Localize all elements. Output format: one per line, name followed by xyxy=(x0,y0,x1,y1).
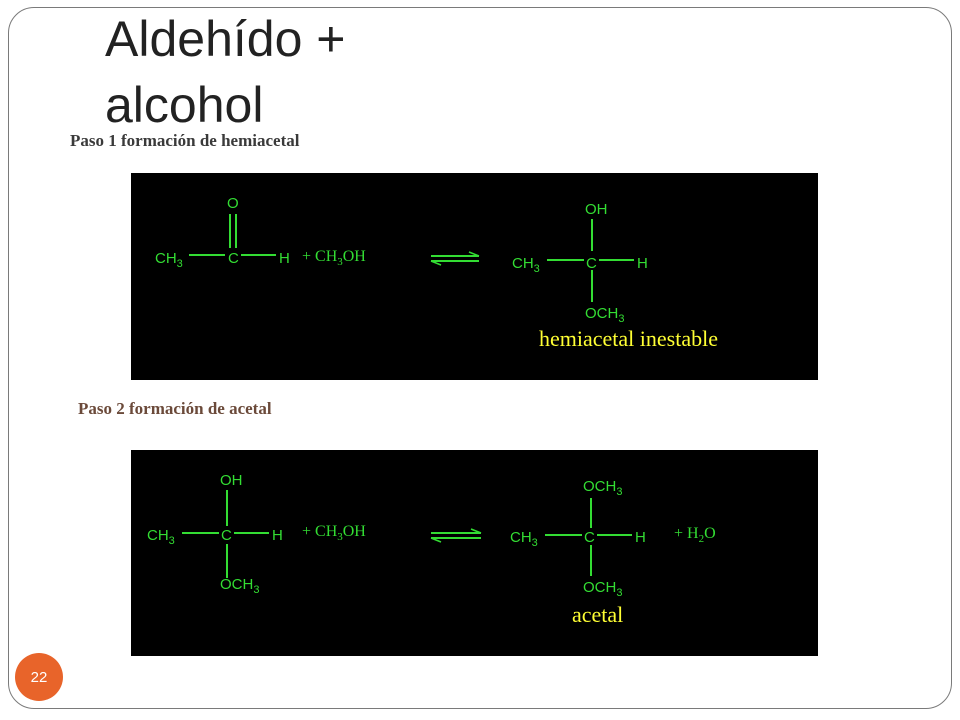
central-carbon: C xyxy=(584,529,595,546)
hemiacetal-structure: OH CH3 C H OCH3 xyxy=(147,472,283,596)
central-carbon: C xyxy=(221,527,232,544)
acetal-structure: OCH3 CH3 C H OCH3 xyxy=(510,478,646,599)
water-byproduct: + H2O xyxy=(674,525,716,545)
methanol-reagent: + CH3OH xyxy=(302,248,366,268)
hydroxyl-group: OH xyxy=(220,472,243,489)
hydrogen-atom: H xyxy=(637,255,648,272)
step1-heading: Paso 1 formación de hemiacetal xyxy=(70,131,300,150)
acetal-reaction-scheme: OH CH3 C H OCH3 + CH3OH OCH3 CH3 C H xyxy=(147,472,716,627)
aldehyde-hydrogen: H xyxy=(279,250,290,267)
slide-title: Aldehído + alcohol xyxy=(105,11,346,133)
acetal-caption: acetal xyxy=(572,602,623,627)
methyl-group: CH3 xyxy=(512,255,540,275)
methoxy-group: OCH3 xyxy=(220,576,259,596)
hemiacetal-reaction-scheme: O CH3 C H + CH3OH OH CH3 C H OCH3 xyxy=(155,195,718,351)
methyl-group: CH3 xyxy=(147,527,175,547)
equilibrium-arrow xyxy=(430,528,482,543)
step2-heading: Paso 2 formación de acetal xyxy=(78,399,272,418)
carbonyl-oxygen: O xyxy=(227,195,239,212)
hemiacetal-reaction-panel: O CH3 C H + CH3OH OH CH3 C H OCH3 xyxy=(131,173,818,380)
hydrogen-atom: H xyxy=(272,527,283,544)
equilibrium-arrow xyxy=(430,251,480,266)
central-carbon: C xyxy=(586,255,597,272)
hydroxyl-group: OH xyxy=(585,201,608,218)
hemiacetal-caption: hemiacetal inestable xyxy=(539,326,718,351)
acetal-reaction-panel: OH CH3 C H OCH3 + CH3OH OCH3 CH3 C H xyxy=(131,450,818,656)
methyl-group: CH3 xyxy=(155,250,183,270)
methanol-reagent: + CH3OH xyxy=(302,523,366,543)
hemiacetal-structure: OH CH3 C H OCH3 xyxy=(512,201,648,325)
slide-number-badge: 22 xyxy=(15,653,63,701)
methoxy-group-top: OCH3 xyxy=(583,478,622,498)
hydrogen-atom: H xyxy=(635,529,646,546)
carbonyl-carbon: C xyxy=(228,250,239,267)
acetaldehyde-structure: O CH3 C H xyxy=(155,195,290,270)
methyl-group: CH3 xyxy=(510,529,538,549)
methoxy-group: OCH3 xyxy=(585,305,624,325)
methoxy-group-bottom: OCH3 xyxy=(583,579,622,599)
